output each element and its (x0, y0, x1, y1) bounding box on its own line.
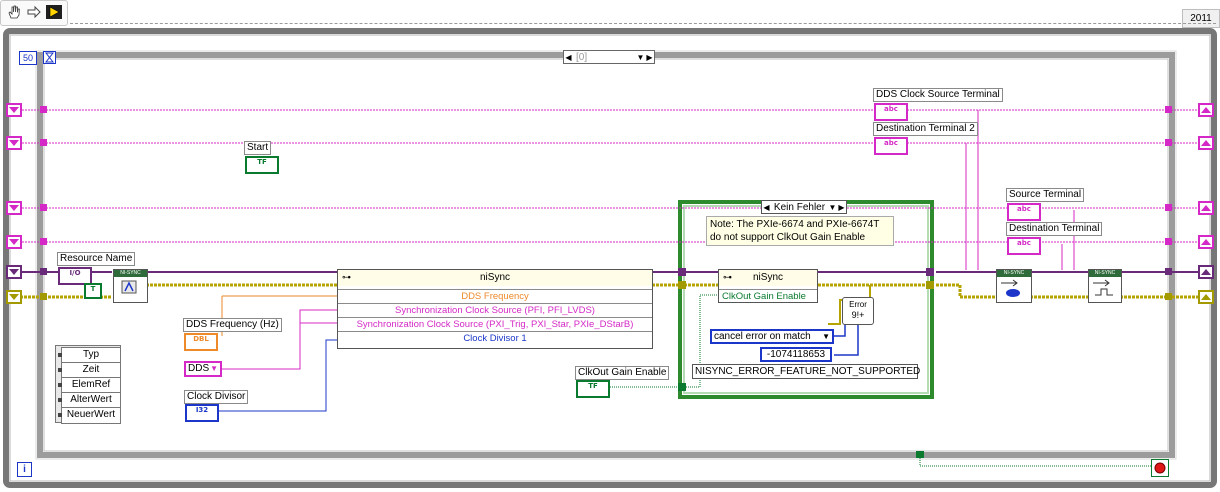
event-data-node: Typ Zeit ElemRef AlterWert NeuerWert (55, 345, 121, 424)
arrow-right-icon[interactable] (24, 2, 44, 22)
case-selector[interactable]: ◀ Kein Fehler ▼ ▶ (761, 200, 847, 214)
chevron-down-icon[interactable]: ▼ (210, 364, 218, 373)
nisync-property-node[interactable]: niSync ⊶ DDS Frequency Synchronization C… (337, 269, 653, 349)
property-clkout-gain[interactable]: ClkOut Gain Enable (719, 289, 817, 303)
note-comment: Note: The PXIe-6674 and PXIe-6674T do no… (706, 216, 894, 246)
subvi-banner: NI-SYNC (1089, 270, 1121, 277)
dds-constant-value: DDS (188, 363, 210, 374)
event-data-label: Zeit (82, 364, 100, 375)
clkout-gain-terminal[interactable]: TF (576, 380, 610, 398)
property-dds-frequency[interactable]: DDS Frequency (338, 289, 652, 303)
chevron-left-icon[interactable]: ◀ (565, 52, 572, 62)
chevron-right-icon[interactable]: ▶ (646, 52, 653, 62)
nisync-trigger-subvi[interactable]: NI-SYNC (1088, 269, 1122, 303)
event-data-label: AlterWert (70, 394, 112, 405)
destination-terminal-2-terminal[interactable]: abc (874, 137, 908, 155)
reference-icon: ⊶ (342, 272, 351, 282)
cancel-mode-constant[interactable]: cancel error on match ▼ (710, 329, 834, 344)
nisync-clkout-node[interactable]: niSync ⊶ ClkOut Gain Enable (718, 269, 818, 303)
event-data-label: NeuerWert (66, 409, 116, 420)
event-data-label: Typ (82, 349, 100, 360)
destination-terminal-terminal[interactable]: abc (1007, 237, 1041, 255)
iteration-terminal: i (17, 462, 32, 477)
chevron-down-icon[interactable]: ▼ (636, 52, 645, 62)
clkout-gain-label: ClkOut Gain Enable (575, 366, 670, 380)
nisync-connect-subvi[interactable]: NI-SYNC (996, 269, 1032, 303)
true-constant[interactable]: T (84, 283, 102, 299)
hourglass-icon[interactable] (43, 51, 56, 64)
event-selector-value: [0] (576, 51, 588, 63)
connect-icon (1001, 279, 1020, 297)
resource-name-terminal[interactable]: I/O (58, 267, 92, 285)
init-icon (121, 280, 137, 294)
nisync-init-subvi[interactable]: NI-SYNC (113, 269, 148, 303)
loop-count: 50 (19, 51, 37, 65)
error-name-display: NISYNC_ERROR_FEATURE_NOT_SUPPORTED (692, 364, 920, 379)
cancel-mode-value: cancel error on match (714, 331, 811, 342)
stop-icon[interactable] (1151, 459, 1169, 477)
trigger-icon (1093, 279, 1113, 296)
property-sync-clock-pxi[interactable]: Synchronization Clock Source (PXI_Trig, … (338, 317, 652, 331)
reference-icon: ⊶ (723, 272, 732, 282)
chevron-down-icon[interactable]: ▼ (822, 332, 830, 341)
clkout-node-title: niSync (719, 270, 817, 286)
clock-divisor-terminal[interactable]: I32 (185, 404, 219, 422)
subvi-banner: NI-SYNC (114, 270, 147, 277)
dds-frequency-label: DDS Frequency (Hz) (183, 318, 282, 332)
clear-error-subvi[interactable]: Error 9!+ (842, 297, 874, 325)
run-icon[interactable] (44, 2, 64, 22)
hand-icon[interactable] (4, 2, 24, 22)
subvi-banner: NI-SYNC (997, 270, 1031, 277)
chevron-right-icon[interactable]: ▶ (838, 202, 845, 212)
destination-terminal-label: Destination Terminal (1006, 222, 1103, 236)
case-selector-value: Kein Fehler (773, 201, 826, 213)
source-terminal-terminal[interactable]: abc (1007, 203, 1041, 221)
dds-clock-source-label: DDS Clock Source Terminal (873, 88, 1003, 102)
resource-name-label: Resource Name (57, 252, 136, 266)
dds-constant[interactable]: DDS ▼ (184, 361, 222, 377)
chevron-down-icon[interactable]: ▼ (828, 202, 837, 212)
event-selector[interactable]: ◀ [0] ▼ ▶ (563, 50, 655, 64)
event-data-newval: NeuerWert (58, 407, 121, 424)
dds-clock-source-terminal[interactable]: abc (874, 103, 908, 121)
separator (70, 23, 1216, 24)
error-icon: Error (849, 300, 867, 309)
start-label: Start (244, 141, 272, 155)
property-clock-divisor[interactable]: Clock Divisor 1 (338, 331, 652, 345)
clock-divisor-label: Clock Divisor (184, 390, 249, 404)
destination-terminal-2-label: Destination Terminal 2 (873, 122, 978, 136)
dds-frequency-terminal[interactable]: DBL (184, 333, 218, 351)
start-terminal[interactable]: TF (245, 156, 279, 174)
chevron-left-icon[interactable]: ◀ (763, 202, 770, 212)
source-terminal-label: Source Terminal (1006, 188, 1085, 202)
error-code-constant[interactable]: -1074118653 (760, 347, 832, 362)
event-data-label: ElemRef (71, 379, 111, 390)
property-node-title: niSync (338, 270, 652, 286)
property-sync-clock-pfi[interactable]: Synchronization Clock Source (PFI, PFI_L… (338, 303, 652, 317)
